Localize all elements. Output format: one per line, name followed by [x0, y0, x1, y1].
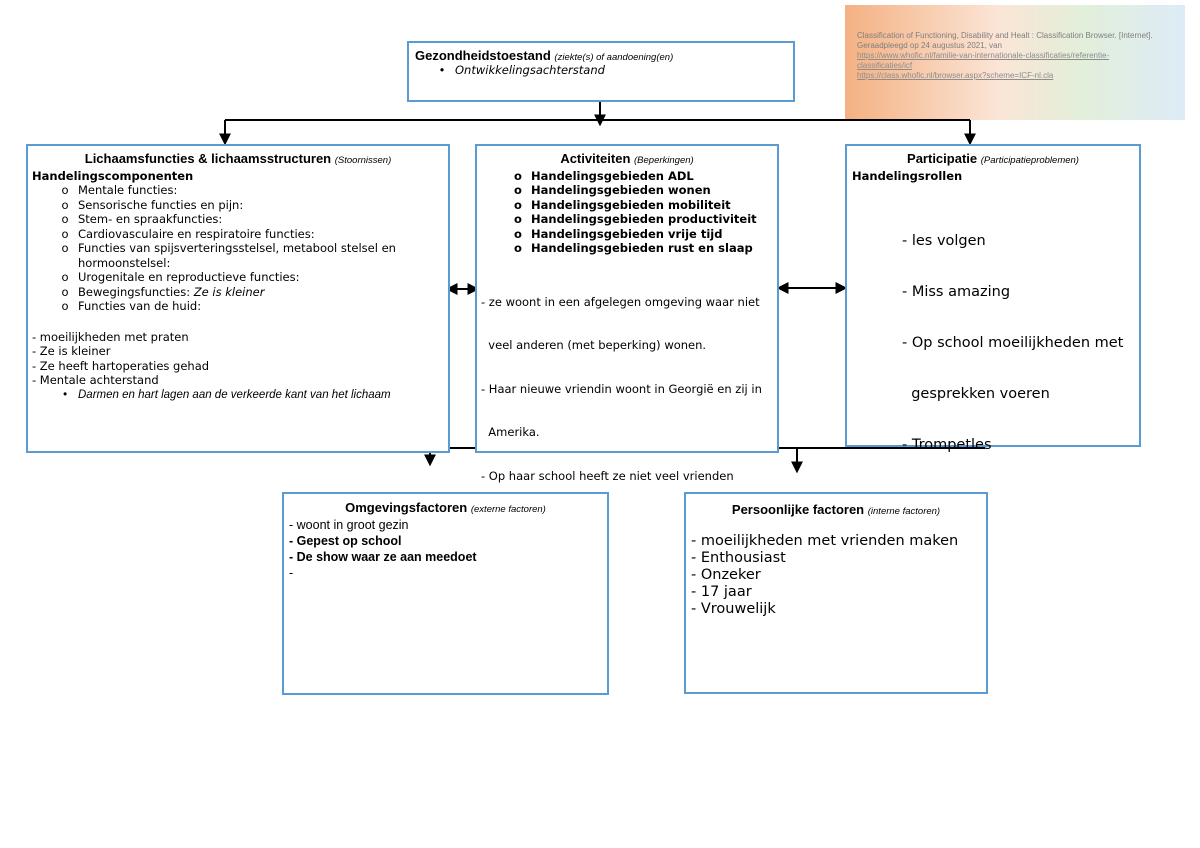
- personal-item: - 17 jaar: [691, 584, 752, 600]
- body-note: - Ze is kleiner: [32, 344, 111, 358]
- activities-title: Activiteiten: [560, 151, 631, 166]
- environment-item: - woont in groot gezin: [289, 518, 409, 532]
- activity-note: - ze woont in een afgelegen omgeving waa…: [481, 294, 760, 309]
- reference-link-1a[interactable]: https://www.whofic.nl/familie-van-intern…: [857, 51, 1110, 60]
- personal-item: - Enthousiast: [691, 550, 786, 566]
- participation-item: - les volgen: [902, 233, 986, 249]
- body-functions-subtitle: (Stoornissen): [334, 155, 392, 166]
- activity-note: veel anderen (met beperking) wonen.: [481, 338, 707, 352]
- personal-box: Persoonlijke factoren (interne factoren)…: [684, 492, 988, 694]
- reference-note: Classification of Functioning, Disabilit…: [845, 5, 1185, 120]
- personal-item: - moeilijkheden met vrienden maken: [691, 533, 959, 549]
- body-functions-box: Lichaamsfuncties & lichaamsstructuren (S…: [26, 144, 450, 453]
- personal-item: - Onzeker: [691, 567, 761, 583]
- reference-line-2: Geraadpleegd op 24 augustus 2021, van: [857, 41, 1003, 50]
- participation-item: - Trompetles: [902, 437, 992, 453]
- activity-note: - Op haar school heeft ze niet veel vrie…: [481, 468, 734, 483]
- activities-subtitle: (Beperkingen): [634, 155, 694, 166]
- personal-title: Persoonlijke factoren: [731, 502, 865, 517]
- environment-item: -: [289, 566, 294, 580]
- environment-item: - Gepest op school: [289, 534, 402, 548]
- body-note: - Mentale achterstand: [32, 373, 159, 387]
- personal-subtitle: (interne factoren): [867, 506, 941, 517]
- participation-item: - Miss amazing: [902, 284, 1011, 300]
- environment-title: Omgevingsfactoren: [345, 500, 468, 515]
- body-functions-title: Lichaamsfuncties & lichaamsstructuren: [84, 151, 332, 166]
- participation-subtitle: (Participatieproblemen): [980, 155, 1079, 166]
- body-note: - moeilijkheden met praten: [32, 329, 189, 344]
- personal-item: - Vrouwelijk: [691, 601, 776, 617]
- participation-heading: Handelingsrollen: [852, 168, 963, 183]
- activity-note: Amerika.: [481, 425, 540, 439]
- health-title: Gezondheidstoestand: [415, 48, 551, 63]
- activity-note: - Haar nieuwe vriendin woont in Georgië …: [481, 381, 762, 396]
- environment-item: - De show waar ze aan meedoet: [289, 550, 477, 564]
- reference-link-2[interactable]: https://class.whofic.nl/browser.aspx?sch…: [857, 71, 1054, 80]
- body-bullet: •Darmen en hart lagen aan de verkeerde k…: [62, 388, 391, 401]
- participation-item: - Op school moeilijkheden met: [902, 335, 1124, 351]
- environment-subtitle: (externe factoren): [470, 504, 546, 515]
- participation-box: Participatie (Participatieproblemen) Han…: [845, 144, 1141, 453]
- health-subtitle: (ziekte(s) of aandoening(en): [554, 52, 674, 63]
- body-functions-heading: Handelingscomponenten: [32, 168, 194, 183]
- health-item: • Ontwikkelingsachterstand: [438, 63, 605, 77]
- reference-line-1: Classification of Functioning, Disabilit…: [857, 31, 1153, 40]
- environment-box: Omgevingsfactoren (externe factoren) - w…: [282, 492, 609, 695]
- participation-title: Participatie: [907, 151, 978, 166]
- participation-item: gesprekken voeren: [902, 386, 1050, 402]
- body-note: - Ze heeft hartoperaties gehad: [32, 358, 210, 373]
- health-condition-box: Gezondheidstoestand (ziekte(s) of aandoe…: [407, 41, 795, 102]
- reference-link-1b[interactable]: classificaties/icf: [857, 61, 913, 70]
